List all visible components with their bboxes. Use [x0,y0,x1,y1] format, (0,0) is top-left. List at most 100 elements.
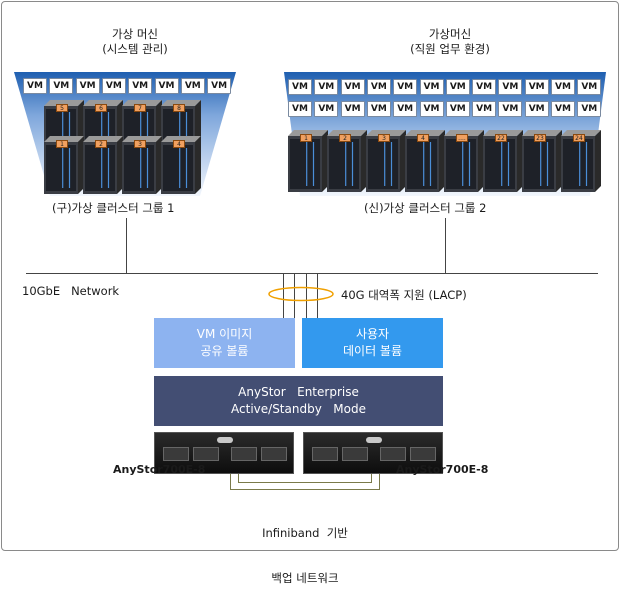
server-tower-icon [83,136,123,194]
left-cluster-uplink [126,218,127,273]
lacp-label: 40G 대역폭 지원 (LACP) [341,288,467,302]
backup-line2: 백업 네트워크 [271,571,339,585]
left-cluster-caption: (구)가상 클러스터 그룹 1 [52,201,175,215]
vm-tile: VM [393,101,418,117]
server-number-tag: 7 [134,104,146,112]
vm-tile: VM [393,79,418,95]
server-number-tag: 1 [300,134,312,142]
server-tower-icon [444,130,484,192]
server-tower-icon [483,130,523,192]
vm-image-volume-box: VM 이미지 공유 볼륨 [154,318,295,368]
vm-tile: VM [180,78,205,94]
left-cluster-title: 가상 머신 (시스템 관리) [60,27,210,57]
storage-link-3 [306,273,307,318]
server-number-tag: 8 [173,104,185,112]
vm-tile: VM [288,101,312,117]
infiniband-link-outer-right [379,474,380,490]
server-number-tag: 5 [56,104,68,112]
vm-tile: VM [419,79,444,95]
lacp-bundle-ellipse [268,286,334,302]
server-tower-icon [122,136,162,194]
server-number-tag: 24 [573,134,585,142]
anystor-server-left-label: AnyStor700E-8 [113,463,206,476]
server-number-tag: 2 [95,140,107,148]
storage-link-4 [317,273,318,318]
vm-tile: VM [551,101,575,117]
server-number-tag: 6 [95,104,107,112]
server-number-tag: 4 [173,140,185,148]
left-cluster-title-line1: 가상 머신 [112,27,158,41]
server-number-tag: .... [456,134,468,142]
server-number-tag: 1 [56,140,68,148]
vm-tile: VM [577,79,602,95]
network-bus [26,273,598,274]
network-label: 10GbE Network [22,284,120,298]
anystor-server-right-label: AnyStor700E-8 [396,463,489,476]
infiniband-link-inner-bottom [238,482,372,483]
server-tower-icon [522,130,562,192]
enterprise-line1: AnyStor Enterprise [238,385,359,399]
right-cluster-title-line2: (직원 업무 환경) [410,42,490,56]
vm-tile: VM [340,79,365,95]
infiniband-link-outer-bottom [230,489,380,490]
server-number-tag: 3 [134,140,146,148]
vm-tile: VM [366,101,391,117]
server-number-tag: 4 [417,134,429,142]
vm-tile: VM [498,101,523,117]
backup-network-label: Infiniband 기반 백업 네트워크 [230,496,380,601]
vm-tile: VM [472,101,497,117]
enterprise-line2: Active/Standby Mode [231,402,366,416]
server-tower-icon [366,130,406,192]
vm-tile: VM [524,101,549,117]
anystor-server-left [154,432,294,474]
vm-tile: VM [577,101,602,117]
vm-tile: VM [207,78,232,94]
server-tower-icon [561,130,601,192]
vm-tile: VM [101,78,126,94]
infiniband-link-inner-left [238,474,239,483]
server-tower-icon [161,136,201,194]
anystor-enterprise-box: AnyStor Enterprise Active/Standby Mode [154,376,443,426]
vm-tile: VM [445,101,470,117]
server-tower-icon [405,130,445,192]
server-tower-icon [288,130,328,192]
vm-tile: VM [75,78,100,94]
user-data-line1: 사용자 [355,327,390,341]
vm-tile: VM [498,79,523,95]
server-tower-icon [327,130,367,192]
vm-tile: VM [445,79,470,95]
right-cluster-caption: (신)가상 클러스터 그룹 2 [364,201,487,215]
server-number-tag: 2 [339,134,351,142]
left-cluster-title-line2: (시스템 관리) [102,42,168,56]
vm-image-line2: 공유 볼륨 [200,344,249,358]
vm-tile: VM [419,101,444,117]
infiniband-link-inner-right [371,474,372,483]
anystor-server-right [303,432,443,474]
diagram-frame [1,1,619,551]
server-tower-icon [44,136,84,194]
backup-line1: Infiniband 기반 [262,526,348,540]
right-cluster-uplink [445,218,446,273]
storage-link-2 [294,273,295,318]
vm-tile: VM [340,101,365,117]
vm-tile: VM [366,79,391,95]
vm-tile: VM [472,79,497,95]
right-cluster-title-line1: 가상머신 [428,27,472,41]
vm-image-line1: VM 이미지 [196,327,253,341]
vm-tile: VM [23,78,47,94]
vm-tile: VM [524,79,549,95]
storage-link-1 [283,273,284,318]
infiniband-link-outer-left [230,474,231,490]
vm-tile: VM [288,79,312,95]
vm-tile: VM [314,101,339,117]
server-number-tag: 3 [378,134,390,142]
user-data-line2: 데이터 볼륨 [342,344,402,358]
server-number-tag: 22 [495,134,507,142]
vm-tile: VM [128,78,153,94]
vm-tile: VM [314,79,339,95]
right-cluster-title: 가상머신 (직원 업무 환경) [370,27,530,57]
vm-tile: VM [154,78,179,94]
vm-tile: VM [49,78,74,94]
vm-tile: VM [551,79,575,95]
server-number-tag: 23 [534,134,546,142]
